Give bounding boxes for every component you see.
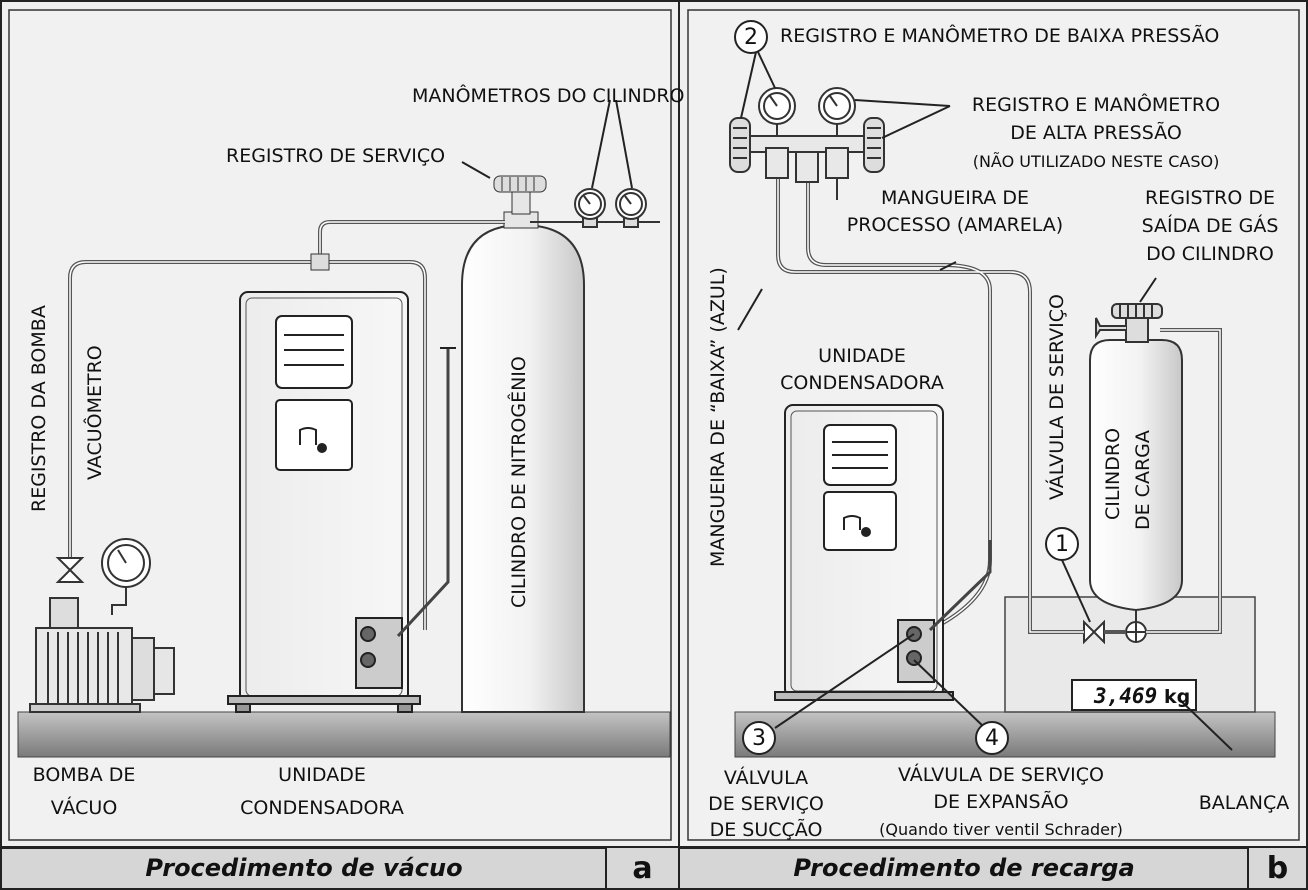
label-nitrogen-cylinder: CILINDRO DE NITROGÊNIO <box>508 356 530 608</box>
label-condensing-unit-a-1: UNIDADE <box>278 764 366 786</box>
panel-letter-a: a <box>607 848 678 888</box>
label-process-hose-2: PROCESSO (AMARELA) <box>846 214 1064 236</box>
label-high-pressure-1: REGISTRO E MANÔMETRO <box>971 94 1221 116</box>
condensing-unit-a <box>227 291 456 713</box>
label-low-hose: MANGUEIRA DE “BAIXA” (AZUL) <box>707 267 729 567</box>
label-expansion-valve-1: VÁLVULA DE SERVIÇO <box>898 764 1104 786</box>
label-vacuum-pump-1: BOMBA DE <box>32 764 136 786</box>
vacuum-pump <box>29 597 175 713</box>
label-suction-valve-1: VÁLVULA <box>723 767 809 789</box>
caption-vacuum-procedure: Procedimento de vácuo <box>145 854 463 882</box>
pump-valve <box>55 557 85 583</box>
cylinder-gauges <box>530 188 660 228</box>
nitrogen-cylinder <box>461 187 585 713</box>
callout-1: 1 <box>1055 531 1069 557</box>
callout-circles <box>734 20 1079 755</box>
label-service-valve-vertical: VÁLVULA DE SERVIÇO <box>1046 294 1068 500</box>
label-condensing-unit-b-2: CONDENSADORA <box>780 372 944 394</box>
label-vacuum-gauge: VACUÔMETRO <box>84 345 106 480</box>
label-condensing-unit-a-2: CONDENSADORA <box>240 797 404 819</box>
label-vacuum-pump-2: VÁCUO <box>50 797 118 819</box>
scale-unit: kg <box>1164 686 1191 708</box>
label-outlet-valve-3: DO CILINDRO <box>1146 243 1274 265</box>
scale-reading: 3,469 <box>1094 684 1158 708</box>
label-scale: BALANÇA <box>1198 792 1290 814</box>
callout-1-valve <box>1083 619 1105 645</box>
label-high-pressure-2: DE ALTA PRESSÃO <box>1010 122 1182 144</box>
label-service-valve: REGISTRO DE SERVIÇO <box>226 145 446 167</box>
label-outlet-valve-1: REGISTRO DE <box>1144 187 1276 209</box>
panel-letter-b: b <box>1249 848 1306 888</box>
panel-a-floor <box>17 711 671 758</box>
label-expansion-valve-note: (Quando tiver ventil Schrader) <box>879 820 1123 839</box>
condensing-unit-b <box>774 404 992 701</box>
callout-2: 2 <box>744 24 758 50</box>
label-suction-valve-2: DE SERVIÇO <box>708 793 824 815</box>
label-low-pressure: REGISTRO E MANÔMETRO DE BAIXA PRESSÃO <box>780 25 1220 47</box>
caption-recharge-procedure: Procedimento de recarga <box>793 854 1135 882</box>
vacuum-gauge <box>101 538 151 615</box>
label-high-pressure-note: (NÃO UTILIZADO NESTE CASO) <box>972 152 1220 171</box>
scale <box>1004 596 1256 713</box>
label-suction-valve-3: DE SUCÇÃO <box>709 819 823 841</box>
manifold <box>729 87 885 200</box>
service-valve-handle <box>493 175 547 193</box>
label-outlet-valve-2: SAÍDA DE GÁS <box>1141 215 1279 237</box>
callout-3: 3 <box>752 725 766 751</box>
label-cylinder-gauges: MANÔMETROS DO CILINDRO <box>412 85 685 107</box>
label-expansion-valve-2: DE EXPANSÃO <box>933 791 1069 813</box>
label-process-hose-1: MANGUEIRA DE <box>881 187 1029 209</box>
charge-cylinder <box>1089 303 1183 643</box>
leader-lines <box>737 51 1233 751</box>
callout-4: 4 <box>985 725 999 751</box>
label-pump-valve: REGISTRO DA BOMBA <box>28 305 50 512</box>
label-charge-cylinder-1: CILINDRO <box>1102 427 1124 520</box>
label-charge-cylinder-2: DE CARGA <box>1132 430 1154 530</box>
tee-fitting <box>310 253 330 271</box>
label-condensing-unit-b-1: UNIDADE <box>818 345 906 367</box>
